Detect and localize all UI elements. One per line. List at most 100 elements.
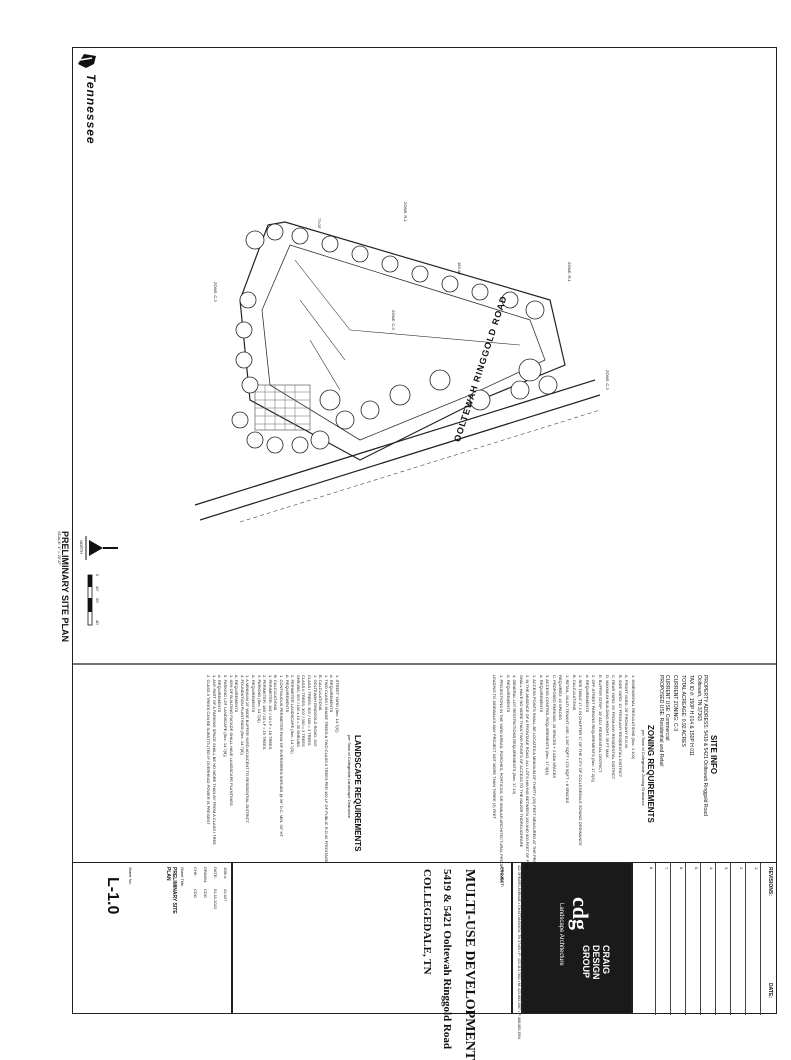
firm-name: CRAIG <box>601 945 611 974</box>
revisions-label: REVISIONS: <box>767 867 773 896</box>
scale-tick: 40' <box>95 620 100 626</box>
scale-tick: 0 <box>95 574 100 577</box>
project-city: COLLEGEDALE, TN <box>421 869 433 975</box>
landscape-line: 1. OOLTEWAH RINGGOLD ROAD: 303' <box>312 675 318 747</box>
drawn-value: CDG <box>203 889 208 898</box>
zoning-line: B. SIDE YARD: 10' FROM ANY RESIDENTIAL D… <box>617 675 623 778</box>
zoning-line: 4. GENERAL LOT RESTRICTIONS REQUIREMENTS… <box>512 675 518 795</box>
chk-value: CDG <box>193 889 198 898</box>
firm-box: cdg CRAIG DESIGN GROUP Landscape Archite… <box>522 862 632 1014</box>
zoning-line: 1. ACCESS POINTS SHALL BE LOCATED A MINI… <box>532 675 537 877</box>
zone-label: ZONE: R-1 <box>567 262 572 282</box>
landscape-line: 1. STREET YARD (Sec. 14.7(2)) <box>335 675 340 733</box>
site-info-line: PROPERTY ADDRESS: 5419 & 5421 Ooltewah R… <box>702 675 708 816</box>
date-value: 01-11-2022 <box>213 889 218 910</box>
revision-row-line <box>730 863 731 1015</box>
zoning-line: E. BUFFER STRIP: 15' ADJ. RESIDENTIAL DI… <box>598 675 603 773</box>
plan-scale: SCALE: 1" = 20'-0" <box>57 531 62 565</box>
zoning-sub: per Town of Collegedale Zoning Ordinance <box>641 730 646 806</box>
zoning-line: REQUIRED: 16 SPACES <box>558 675 564 720</box>
landscape-heading: LANDSCAPE REQUIREMENTS <box>353 735 362 852</box>
landscape-line: 2. PERIMETER: 186' / 10 LF = 19 TREES <box>262 675 268 750</box>
job-label: JOB #: <box>223 867 228 880</box>
landscape-line: 1. CONTINUOUS PERIMETER ROW OF EVERGREEN… <box>279 675 284 838</box>
drawn-label: DRAWN: <box>203 867 208 884</box>
landscape-line: 4. FOUNDATION PLANTINGS (Sec. 14.7(5)) <box>239 675 245 755</box>
zoning-line: D. MAXIMUM BUILDING HEIGHT: 35 FT MAX. <box>604 675 610 759</box>
site-info-line: Ooltewah, TN 37363 <box>696 675 702 721</box>
landscape-line: CLASS II TREES: 303' / 100 = 3 TREES <box>301 675 307 747</box>
zoning-line: A. FRONT YARD: 25' FROM ANY R.O.W. <box>624 675 630 749</box>
sheet-no-label: Sheet No: <box>128 867 133 885</box>
landscape-line: A. REQUIREMENTS <box>329 675 335 713</box>
zoning-line: A. REQUIREMENTS <box>584 675 590 713</box>
revision-row-line <box>745 863 746 1015</box>
landscape-line: A. REQUIREMENTS <box>234 675 240 713</box>
sheet-number: L-1.0 <box>104 877 121 915</box>
landscape-line: 1. A MINIMUM 15' WIDE BUFFER YARD ADJACE… <box>245 675 251 823</box>
zoning-line: LEADING TO SIDEWALKS MAY PROJECT NOT MOR… <box>492 675 498 819</box>
project-address: 5419 & 5421 Ooltewah Ringgold Road <box>441 869 453 1049</box>
landscape-line: 1. TWO CLASS I SHADE TREES & TWO CLASS I… <box>323 675 329 863</box>
zoning-line: 2. OFF-STREET PARKING REQUIREMENTS (Sec.… <box>591 675 597 783</box>
revision-row-line <box>760 863 761 1015</box>
zoning-line: 1. RETAIL, MULTI-TENANT USE: 1,367 SQFT … <box>565 675 570 804</box>
zoning-line: 1. DIMENSIONAL REGULATIONS (Sec. 1.102) <box>631 675 636 760</box>
zoning-line: 1. PROJECTIONS IN THE YARD AREAS: PORCHE… <box>499 675 504 883</box>
zoning-line: C. REAR YARD: 25' FROM ANY RESIDENTIAL D… <box>611 675 617 780</box>
zone-label: ZONE: C-3 <box>391 310 396 330</box>
landscape-line: A. REQUIREMENTS <box>251 675 256 713</box>
sheet-title-label: Sheet Title: <box>180 867 185 888</box>
revisions-box: REVISIONS: DATE: 1.2.3.4.5.6.7.8. <box>632 862 777 1015</box>
job-value: 22-027 <box>223 889 228 902</box>
landscape-line: 2. CLASS II TREES CAN BE SUBSTITUTED IF … <box>206 675 212 825</box>
zoning-line: B. CALCULATIONS <box>571 675 577 711</box>
firm-name: GROUP <box>581 945 591 979</box>
landscape-line: A. REQUIREMENTS <box>217 675 223 713</box>
revision-number: 2. <box>739 867 744 871</box>
scale-tick: 10' <box>95 586 100 592</box>
chk-label: CHK: <box>193 867 198 877</box>
firm-mark: cdg <box>568 897 593 930</box>
revision-number: 4. <box>709 867 714 871</box>
site-info-line: TAX ID #: 150P H 014 & 150P H 011 <box>688 675 694 757</box>
firm-tagline: Landscape Architecture <box>558 903 564 966</box>
zone-label: ZONE: C-3 <box>605 370 610 390</box>
landscape-line: 2. PERIMETER LANDSCAPE (Sec. 14.7(3)) <box>290 675 296 754</box>
project-box: PROJECT: MULTI-USE DEVELOPMENT 5419 & 54… <box>232 862 512 1060</box>
address-strip: 421 SPEARS AVENUE • CHATTANOOGA, TN 3740… <box>512 862 522 1039</box>
landscape-line: B. CALCULATIONS <box>318 675 324 711</box>
project-label: PROJECT: <box>500 867 505 887</box>
revision-number: 8. <box>649 867 654 871</box>
landscape-line: 3. PARKING (Sec. 14.7(4)) <box>256 675 262 723</box>
date-label: DATE: <box>767 983 773 998</box>
revision-row-line <box>700 863 701 1015</box>
landscape-sub: per Town of Collegedale Landscape Ordina… <box>347 735 352 819</box>
zoning-heading: ZONING REQUIREMENTS <box>646 725 655 823</box>
sheet-title: PRELIMINARY SITE PLAN <box>165 867 177 914</box>
revision-row-line <box>670 863 671 1015</box>
tennessee-logo: Tennessee <box>74 50 102 145</box>
landscape-line: 5. PARKING LOT LANDSCAPE (Sec. 14.7(6)) <box>223 675 228 757</box>
revision-number: 7. <box>664 867 669 871</box>
firm-address: 421 SPEARS AVENUE • CHATTANOOGA, TN 3740… <box>517 865 521 1040</box>
title-block: REVISIONS: DATE: 1.2.3.4.5.6.7.8. cdg CR… <box>72 862 777 1060</box>
zoning-line: SHALL HAVE NO MORE THAN TWO POINTS OF AC… <box>518 675 524 848</box>
project-name: MULTI-USE DEVELOPMENT <box>462 869 477 1060</box>
scale-tick: 20' <box>95 598 100 604</box>
landscape-line: CLASS I TREES: 303' / 100 = 3 TREES <box>307 675 312 746</box>
site-info-line: TOTAL ACREAGE: 0.92 ACRES <box>680 675 686 747</box>
landscape-line: 1. 40% OF BUILDING FACADE SHALL HAVE LAN… <box>228 675 234 806</box>
revision-row-line <box>655 863 656 1015</box>
zoning-line: C. PROPOSED PARKING: 16 SPACES + 2 ADA S… <box>551 675 557 779</box>
site-info-line: CURRENT USE: Commercial <box>664 675 670 741</box>
zoning-line: 1. SEE TABLE 17-1 IN CHAPTER 17 OF THE C… <box>578 675 584 846</box>
revision-row-line <box>685 863 686 1015</box>
landscape-line: SHRUBS: 303' / 100 x 10 = 30 SHRUBS <box>295 675 301 747</box>
zone-label: ZONE: R-1 <box>403 202 408 222</box>
site-info-heading: SITE INFO <box>709 735 718 775</box>
north-label: NORTH <box>79 540 84 555</box>
firm-name: DESIGN <box>591 945 601 980</box>
revision-row-line <box>715 863 716 1015</box>
revision-number: 1. <box>754 867 759 871</box>
